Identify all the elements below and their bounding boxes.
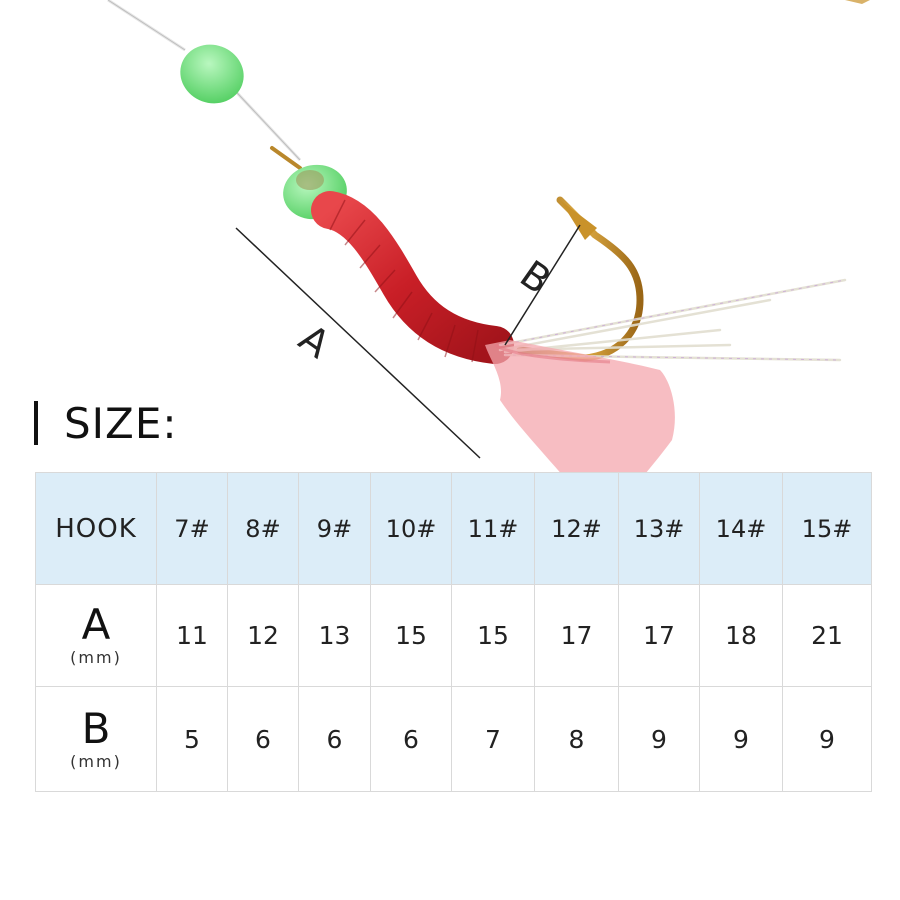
dimension-line-b (504, 224, 581, 346)
hook-size-cell: 13# (618, 472, 700, 585)
dimension-b-value: 6 (298, 686, 371, 792)
gold-hook (516, 196, 644, 362)
dimension-b-row: B (mm) 5 6 6 6 7 8 9 9 9 (35, 686, 872, 792)
dimension-b-value: 6 (370, 686, 452, 792)
size-heading-text: SIZE: (64, 398, 178, 448)
size-table: HOOK 7# 8# 9# 10# 11# 12# 13# 14# 15# A … (35, 472, 872, 792)
hook-size-row: HOOK 7# 8# 9# 10# 11# 12# 13# 14# 15# (35, 472, 872, 585)
dimension-a-value: 18 (699, 584, 783, 687)
hook-size-cell: 10# (370, 472, 452, 585)
dimension-b-letter: B (81, 703, 111, 753)
dimension-a-value: 17 (618, 584, 700, 687)
dimension-b-value: 5 (156, 686, 228, 792)
dimension-a-value: 11 (156, 584, 228, 687)
hook-size-cell: 14# (699, 472, 783, 585)
dimension-a-row: A (mm) 11 12 13 15 15 17 17 18 21 (35, 584, 872, 687)
dimension-b-unit: (mm) (70, 751, 122, 771)
hook-size-cell: 9# (298, 472, 371, 585)
dimension-a-value: 15 (370, 584, 452, 687)
dimension-a-value: 21 (782, 584, 872, 687)
hook-size-cell: 15# (782, 472, 872, 585)
hook-size-cell: 7# (156, 472, 228, 585)
dimension-b-header-cell: B (mm) (35, 686, 157, 792)
hook-size-cell: 8# (227, 472, 299, 585)
dimension-a-value: 15 (451, 584, 535, 687)
dimension-a-unit: (mm) (70, 648, 122, 667)
green-bead-top (180, 44, 244, 104)
dimension-a-header-cell: A (mm) (35, 584, 157, 687)
dimension-line-a (235, 227, 481, 459)
dimension-label-b: B (512, 252, 559, 303)
dimension-b-value: 6 (227, 686, 299, 792)
hook-size-cell: 11# (451, 472, 535, 585)
hook-header-cell: HOOK (35, 472, 157, 585)
dimension-b-value: 9 (699, 686, 783, 792)
dimension-b-value: 9 (618, 686, 700, 792)
dimension-a-value: 17 (534, 584, 619, 687)
dimension-a-value: 12 (227, 584, 299, 687)
dimension-b-value: 7 (451, 686, 535, 792)
dimension-label-a: A (291, 316, 338, 367)
hook-size-cell: 12# (534, 472, 619, 585)
red-tube (311, 191, 514, 364)
flash-strands (498, 278, 847, 362)
heading-accent-bar (34, 401, 38, 445)
dimension-b-value: 8 (534, 686, 619, 792)
dimension-a-value: 13 (298, 584, 371, 687)
dimension-b-value: 9 (782, 686, 872, 792)
size-heading: SIZE: (34, 398, 178, 448)
dimension-a-letter: A (81, 600, 111, 649)
